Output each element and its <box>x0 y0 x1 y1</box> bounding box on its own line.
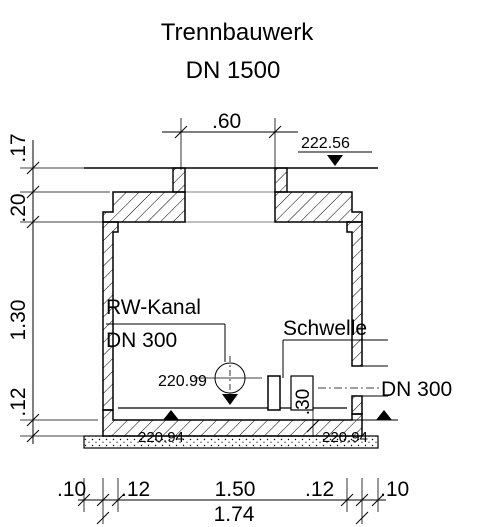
hdim-wall-left: .12 <box>121 478 150 501</box>
threshold-dim-tick <box>306 419 320 433</box>
cover-slab-left <box>102 191 186 223</box>
hdim-tick-362 <box>355 493 369 507</box>
vdim-slab-label: .20 <box>7 193 30 222</box>
right-wall-upper <box>346 221 363 367</box>
hdim-total-tick-right <box>355 511 369 525</box>
vdim-floor-label: .12 <box>7 387 30 416</box>
hdim-tick-347 <box>340 493 354 507</box>
vdim-tick-168 <box>26 161 40 175</box>
threshold-height-label: .30 <box>293 389 314 415</box>
rw-kanal-dn-label: DN 300 <box>106 329 177 352</box>
hdim-outer-left: .10 <box>57 478 86 501</box>
lean-concrete <box>83 435 379 449</box>
hdim-total-tick-left <box>96 511 110 525</box>
top-elevation-label: 222.56 <box>301 135 350 152</box>
vdim-tick-420 <box>26 413 40 427</box>
opening-width-label: .60 <box>212 110 241 133</box>
threshold <box>267 375 281 411</box>
floor-elevation-left-triangle <box>163 410 179 420</box>
rw-kanal-label: RW-Kanal <box>106 296 201 319</box>
hdim-outer-right: .10 <box>380 478 409 501</box>
floor-elevation-right: 220.94 <box>322 429 368 446</box>
hdim-total: 1.74 <box>214 503 255 526</box>
opening-tick-right <box>268 125 282 139</box>
pipe-elevation-triangle <box>222 394 238 405</box>
cover-slab-right <box>274 191 363 223</box>
hdim-inner: 1.50 <box>215 478 256 501</box>
hdim-tick-103 <box>96 493 110 507</box>
hdim-tick-84 <box>77 493 91 507</box>
schwelle-label: Schwelle <box>283 317 367 340</box>
vdim-tick-436 <box>26 429 40 443</box>
top-elevation-triangle <box>327 155 343 166</box>
cone-ring-left <box>172 167 186 193</box>
vdim-top-label: .17 <box>7 133 30 162</box>
hdim-tick-378 <box>371 493 385 507</box>
floor-elevation-right-triangle <box>376 410 392 420</box>
outlet-dn-label: DN 300 <box>381 378 452 401</box>
hdim-tick-118 <box>111 493 125 507</box>
title-line-2: DN 1500 <box>186 57 281 84</box>
right-wall-lower <box>351 395 363 415</box>
floor-elevation-left: 220.94 <box>138 429 184 446</box>
hdim-wall-right: .12 <box>305 478 334 501</box>
title-line-1: Trennbauwerk <box>161 19 315 46</box>
pipe-elevation-label: 220.99 <box>158 373 207 390</box>
vdim-height-label: 1.30 <box>7 300 30 341</box>
vdim-tick-192 <box>26 185 40 199</box>
vdim-tick-222 <box>26 215 40 229</box>
opening-tick-left <box>174 125 188 139</box>
cone-ring-right <box>274 167 288 193</box>
